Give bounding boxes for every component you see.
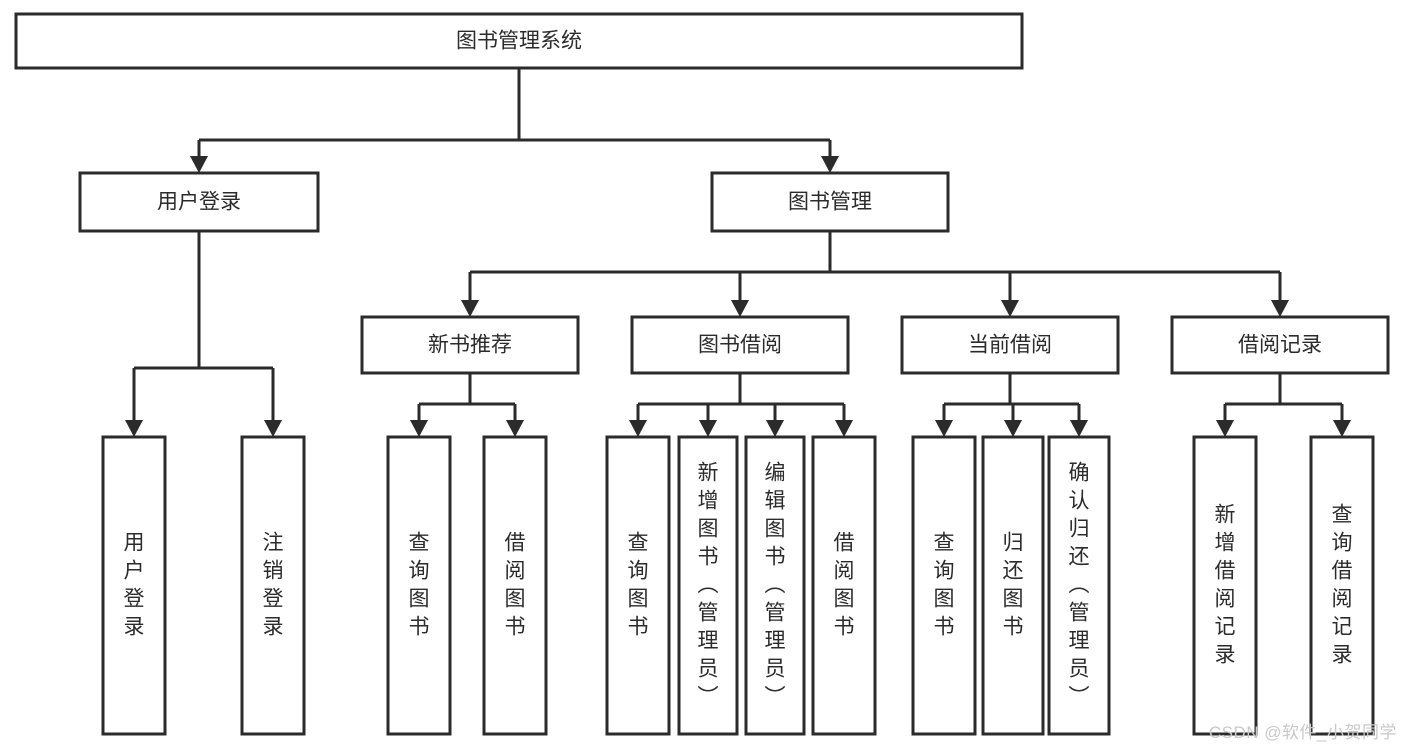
node-new-book-rec[interactable]: 新书推荐 (360, 315, 580, 375)
node-root[interactable]: 图书管理系统 (14, 12, 1024, 70)
node-leaf-borrow-book-2[interactable]: 借阅图书 (811, 435, 877, 736)
node-label: 图书管理 (788, 191, 872, 214)
node-box (630, 315, 850, 375)
node-label: 图书管理系统 (456, 30, 582, 53)
node-leaf-query-book-2[interactable]: 查询图书 (605, 435, 671, 736)
node-box (78, 171, 320, 233)
arrow-head-icon (1333, 420, 1351, 437)
node-leaf-query-book-1[interactable]: 查询图书 (386, 435, 452, 736)
node-box (482, 435, 548, 736)
node-leaf-return-book[interactable]: 归还图书 (981, 435, 1045, 736)
node-label: 图书借阅 (698, 334, 782, 357)
arrow-head-icon (629, 420, 647, 437)
nodes-layer: 图书管理系统用户登录图书管理新书推荐图书借阅当前借阅借阅记录用户登录注销登录查询… (14, 12, 1390, 736)
node-book-manage[interactable]: 图书管理 (710, 171, 950, 233)
node-current-borrow[interactable]: 当前借阅 (900, 315, 1120, 375)
node-leaf-query-book-3[interactable]: 查询图书 (911, 435, 977, 736)
node-label: 查询图书 (409, 532, 430, 639)
node-label: 新增图书︵管理员︶ (698, 462, 719, 709)
node-label: 用户登录 (157, 191, 241, 214)
node-box (386, 435, 452, 736)
arrow-head-icon (1004, 420, 1022, 437)
node-user-login[interactable]: 用户登录 (78, 171, 320, 233)
arrow-head-icon (461, 300, 479, 317)
node-box (101, 435, 167, 736)
node-box (981, 435, 1045, 736)
arrow-head-icon (766, 420, 784, 437)
node-box (360, 315, 580, 375)
node-leaf-add-record[interactable]: 新增借阅记录 (1192, 435, 1258, 736)
arrow-head-icon (125, 420, 143, 437)
node-label: 借阅图书 (834, 532, 855, 639)
arrow-head-icon (935, 420, 953, 437)
node-box (911, 435, 977, 736)
node-book-borrow[interactable]: 图书借阅 (630, 315, 850, 375)
arrow-head-icon (264, 420, 282, 437)
arrow-head-icon (506, 420, 524, 437)
arrow-head-icon (190, 156, 208, 173)
connectors-layer (125, 68, 1351, 437)
node-label: 确认归还︵管理员︶ (1069, 462, 1090, 709)
arrow-head-icon (699, 420, 717, 437)
node-label: 当前借阅 (968, 334, 1052, 357)
node-leaf-edit-book[interactable]: 编辑图书︵管理员︶ (744, 435, 806, 736)
node-label: 归还图书 (1003, 532, 1024, 639)
node-label: 查询图书 (628, 532, 649, 639)
node-leaf-add-book[interactable]: 新增图书︵管理员︶ (677, 435, 739, 736)
arrow-head-icon (821, 156, 839, 173)
node-label: 新书推荐 (428, 334, 512, 357)
node-leaf-borrow-book-1[interactable]: 借阅图书 (482, 435, 548, 736)
arrow-head-icon (1216, 420, 1234, 437)
node-box (1192, 435, 1258, 736)
node-label: 新增借阅记录 (1215, 504, 1236, 667)
node-box (677, 435, 739, 736)
node-label: 借阅记录 (1238, 334, 1322, 357)
node-label: 借阅图书 (505, 532, 526, 639)
node-leaf-user-login[interactable]: 用户登录 (101, 435, 167, 736)
node-box (1309, 435, 1375, 736)
node-box (900, 315, 1120, 375)
node-leaf-user-logout[interactable]: 注销登录 (240, 435, 306, 736)
node-leaf-confirm-return[interactable]: 确认归还︵管理员︶ (1047, 435, 1111, 736)
arrow-head-icon (1271, 300, 1289, 317)
arrow-head-icon (835, 420, 853, 437)
arrow-head-icon (410, 420, 428, 437)
node-label: 用户登录 (124, 532, 145, 639)
node-box (1047, 435, 1111, 736)
node-label: 注销登录 (263, 532, 284, 639)
arrow-head-icon (1070, 420, 1088, 437)
arrow-head-icon (731, 300, 749, 317)
node-box (710, 171, 950, 233)
node-box (1170, 315, 1390, 375)
node-box (605, 435, 671, 736)
node-borrow-record[interactable]: 借阅记录 (1170, 315, 1390, 375)
node-label: 查询借阅记录 (1332, 504, 1353, 667)
node-label: 编辑图书︵管理员︶ (765, 462, 786, 709)
arrow-head-icon (1001, 300, 1019, 317)
node-box (14, 12, 1024, 70)
node-box (744, 435, 806, 736)
node-box (811, 435, 877, 736)
node-box (240, 435, 306, 736)
node-leaf-query-record[interactable]: 查询借阅记录 (1309, 435, 1375, 736)
node-label: 查询图书 (934, 532, 955, 639)
